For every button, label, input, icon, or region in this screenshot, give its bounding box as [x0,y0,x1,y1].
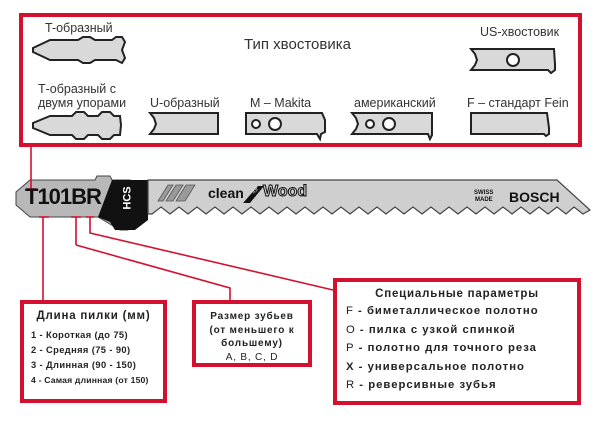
fein-shape [470,112,550,138]
special-key: O [346,323,356,336]
label-american: американский [354,96,436,110]
blade-code: T101BR [25,184,102,209]
label-makita: M – Makita [250,96,312,110]
jigsaw-blade [15,175,592,231]
special-key: X [346,360,355,373]
length-item: 2 - Средняя (75 - 90) [31,345,131,355]
special-text: - биметаллическое полотно [353,305,539,317]
teeth-grades: A, B, C, D [225,351,279,363]
length-item: 3 - Длинная (90 - 150) [31,360,137,370]
for-slash [243,186,264,203]
t-shank-double-shape [32,111,123,140]
special-text: - универсальное полотно [354,360,525,373]
swiss-made-2: MADE [475,197,493,203]
special-item-x: X - универсальное полотно [346,358,568,377]
american-shape [349,112,433,142]
blade-material: HCS [121,186,134,210]
makita-shape [245,112,326,142]
stripes-logo [157,184,196,202]
swiss-made-1: SWISS [474,190,494,196]
shank-panel-title: Тип хвостовика [244,36,351,53]
label-t-shank-double-2: двумя упорами [38,96,127,110]
special-key: R [346,379,356,391]
length-item: 4 - Самая длинная (от 150) [31,375,149,385]
teeth-line: (от меньшего к [209,324,295,336]
logo-clean: clean [208,185,244,201]
special-item-f: F - биметаллическое полотно [346,302,568,321]
t-shank-shape [32,36,127,65]
brand-bosch: BOSCH [509,189,560,205]
special-item-r: R - реверсивные зубья [346,376,568,395]
label-u-shank: U-образный [150,96,220,110]
special-box-title: Специальные параметры [375,288,539,300]
special-text: - полотно для точного реза [354,342,537,354]
u-shank-shape [147,112,219,135]
length-box-title: Длина пилки (мм) [36,310,151,322]
special-key: F [346,305,354,317]
special-item-o: O - пилка с узкой спинкой [346,321,568,340]
special-params-box: Специальные параметры F - биметаллическо… [333,278,581,405]
connector-lines [27,147,334,300]
special-text: - реверсивные зубья [355,379,497,391]
logo-wood: Wood [262,183,308,201]
label-t-shank-double-1: Т-образный с [38,82,116,96]
teeth-size-box: Размер зубьев (от меньшего к большему) A… [192,300,312,367]
teeth-line: Размер зубьев [210,311,294,322]
special-item-p: P - полотно для точного реза [346,339,568,358]
length-box: Длина пилки (мм) 1 - Короткая (до 75) 2 … [20,300,167,403]
label-t-shank: T-образный [45,21,113,35]
length-item: 1 - Короткая (до 75) [31,330,128,340]
special-text: - пилка с узкой спинкой [355,323,516,336]
label-fein: F – стандарт Fein [467,96,569,110]
teeth-line: большему) [221,338,283,349]
us-shank-shape [468,48,556,75]
label-us-shank: US-хвостовик [480,25,560,39]
special-key: P [346,342,355,354]
